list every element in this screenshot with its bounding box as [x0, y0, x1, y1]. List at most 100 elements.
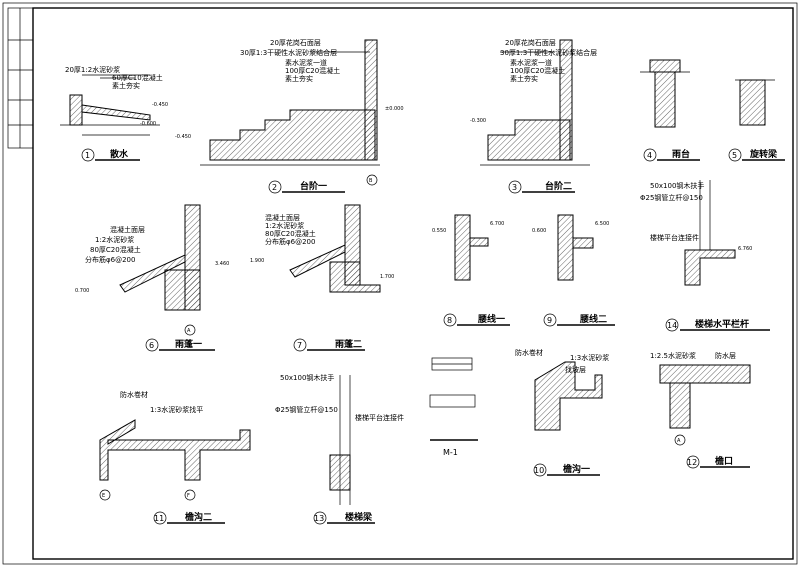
elev-3a: -0.300 — [470, 118, 486, 124]
gutter2-note-1: 1:3水泥砂浆找平 — [150, 405, 203, 414]
detail-14-rail: 50x100钢木扶手 Φ25钢管立杆@150 楼梯平台连接件 6.760 14 … — [640, 180, 770, 332]
detail-3-stair2: 20厚花岗石面层 30厚1:3干硬性水泥砂浆结合层 素水泥浆一道 100厚C20… — [470, 38, 597, 194]
canopy2-layer-3: 分布筋φ6@200 — [265, 237, 315, 246]
stair2-layer-1: 30厚1:3干硬性水泥砂浆结合层 — [500, 48, 597, 57]
detail-11-gutter2: 防水卷材 1:3水泥砂浆找平 E F 11 檐沟二 — [99, 390, 251, 525]
detail-7-title: 雨蓬二 — [335, 338, 362, 350]
detail-5: 5 旋转梁 — [728, 79, 785, 162]
detail-9-number: 9 — [547, 316, 552, 325]
detail-11-title: 檐沟二 — [185, 511, 212, 523]
gutter1-note-2: 找坡层 — [565, 365, 586, 374]
detail-1-scatter: 20厚1:2水泥砂浆 60厚C10混凝土 素土夯实 -0.450 -0.600 … — [60, 65, 168, 162]
detail-7-number: 7 — [297, 341, 302, 350]
elev-8b: 6.700 — [490, 221, 504, 227]
detail-5-number: 5 — [732, 151, 737, 160]
stairbeam-note-2: 楼梯平台连接件 — [355, 413, 404, 422]
detail-12-title: 檐口 — [715, 455, 733, 467]
detail-12-number: 12 — [687, 458, 697, 467]
stairbeam-note-1: Φ25钢管立杆@150 — [275, 405, 338, 414]
eave-note-1: 防水层 — [715, 351, 736, 360]
stair1-layer-4: 素土夯实 — [285, 74, 313, 83]
stair1-layer-1: 30厚1:3干硬性水泥砂浆结合层 — [240, 48, 337, 57]
gutter1-note-0: 防水卷材 — [515, 348, 543, 357]
door-m1: M-1 — [429, 357, 478, 457]
detail-3-number: 3 — [512, 183, 517, 192]
detail-4-title: 雨台 — [672, 148, 690, 160]
stair2-layer-2: 素水泥浆一道 — [510, 58, 552, 67]
side-title-block — [7, 7, 34, 149]
rail-note-0: 50x100钢木扶手 — [650, 181, 704, 190]
elev-9a: 0.600 — [532, 228, 546, 234]
detail-6-number: 6 — [149, 341, 154, 350]
elev-14a: 6.760 — [738, 246, 752, 252]
detail-7-canopy2: 混凝土面层 1:2水泥砂浆 80厚C20混凝土 分布筋φ6@200 1.900 … — [250, 204, 394, 352]
stair2-layer-3: 100厚C20混凝土 — [510, 66, 565, 75]
canopy1-layer-0: 混凝土面层 — [110, 225, 145, 234]
detail-10-title: 檐沟一 — [563, 463, 590, 475]
detail-6-canopy1: 混凝土面层 1:2水泥砂浆 80厚C20混凝土 分布筋φ6@200 3.460 … — [75, 204, 229, 352]
canopy2-layer-1: 1:2水泥砂浆 — [265, 221, 304, 230]
detail-3-title: 台阶二 — [545, 180, 572, 192]
detail-8-title: 腰线一 — [477, 313, 505, 325]
detail-4-number: 4 — [647, 151, 652, 160]
detail-2-number: 2 — [272, 183, 277, 192]
canopy1-layer-3: 分布筋φ6@200 — [85, 255, 135, 264]
canopy2-layer-2: 80厚C20混凝土 — [265, 229, 316, 238]
detail-5-title: 旋转梁 — [749, 148, 778, 160]
detail-8-number: 8 — [447, 316, 452, 325]
axis-mark-f: F — [187, 493, 190, 499]
canopy1-layer-1: 1:2水泥砂浆 — [95, 235, 134, 244]
stair1-layer-0: 20厚花岗石面层 — [270, 38, 321, 47]
detail-6-title: 雨蓬一 — [175, 338, 202, 350]
canopy1-layer-2: 80厚C20混凝土 — [90, 245, 141, 254]
door-label: M-1 — [443, 448, 458, 457]
detail-2-title: 台阶一 — [300, 180, 327, 192]
canopy2-layer-0: 混凝土面层 — [265, 213, 300, 222]
stairbeam-note-0: 50x100钢木扶手 — [280, 373, 334, 382]
elev-9b: 6.500 — [595, 221, 609, 227]
elev-6a: 3.460 — [215, 261, 229, 267]
gutter1-note-1: 1:3水泥砂浆 — [570, 353, 609, 362]
detail-11-number: 11 — [154, 514, 164, 523]
elev-1b: -0.600 — [140, 121, 156, 127]
detail-10-gutter1: 防水卷材 1:3水泥砂浆 找坡层 10 檐沟一 — [515, 348, 609, 477]
elev-7b: 1.700 — [380, 274, 394, 280]
stair2-layer-4: 素土夯实 — [510, 74, 538, 83]
detail-13-number: 13 — [314, 514, 324, 523]
elev-2a: -0.450 — [175, 134, 191, 140]
scatter-layer-2: 素土夯实 — [112, 81, 140, 90]
eave-note-0: 1:2.5水泥砂浆 — [650, 351, 696, 360]
scatter-layer-1: 60厚C10混凝土 — [112, 73, 163, 82]
detail-13-title: 楼梯梁 — [345, 511, 373, 523]
detail-2-stair1: 20厚花岗石面层 30厚1:3干硬性水泥砂浆结合层 素水泥浆一道 100厚C20… — [175, 38, 404, 194]
gutter2-note-0: 防水卷材 — [120, 390, 148, 399]
detail-9-title: 腰线二 — [579, 313, 607, 325]
elev-6b: 0.700 — [75, 288, 89, 294]
drawing-frame — [32, 7, 794, 560]
rail-note-2: 楼梯平台连接件 — [650, 233, 699, 242]
elev-7a: 1.900 — [250, 258, 264, 264]
axis-mark-a2: A — [677, 438, 681, 444]
stair2-layer-0: 20厚花岗石面层 — [505, 38, 556, 47]
detail-8-waistline1: 0.550 6.700 8 腰线一 — [432, 214, 510, 327]
detail-4: 4 雨台 — [640, 59, 700, 162]
rail-note-1: Φ25钢管立杆@150 — [640, 193, 703, 202]
detail-13-stairbeam: 50x100钢木扶手 Φ25钢管立杆@150 楼梯平台连接件 13 楼梯梁 — [275, 373, 404, 525]
elev-1a: -0.450 — [152, 102, 168, 108]
scatter-top-note: 20厚1:2水泥砂浆 — [65, 65, 120, 74]
detail-12-eave: 1:2.5水泥砂浆 防水层 A 12 檐口 — [650, 351, 751, 469]
detail-14-title: 楼梯水平栏杆 — [695, 318, 749, 330]
elev-8a: 0.550 — [432, 228, 446, 234]
detail-1-title: 散水 — [110, 148, 129, 160]
detail-10-number: 10 — [534, 466, 544, 475]
detail-14-number: 14 — [667, 321, 677, 330]
axis-mark-b: B — [369, 178, 373, 184]
detail-1-number: 1 — [85, 151, 90, 160]
stair1-layer-3: 100厚C20混凝土 — [285, 66, 340, 75]
axis-mark-a: A — [187, 328, 191, 334]
axis-mark-e: E — [102, 493, 105, 499]
elev-2b: ±0.000 — [385, 106, 404, 112]
stair1-layer-2: 素水泥浆一道 — [285, 58, 327, 67]
